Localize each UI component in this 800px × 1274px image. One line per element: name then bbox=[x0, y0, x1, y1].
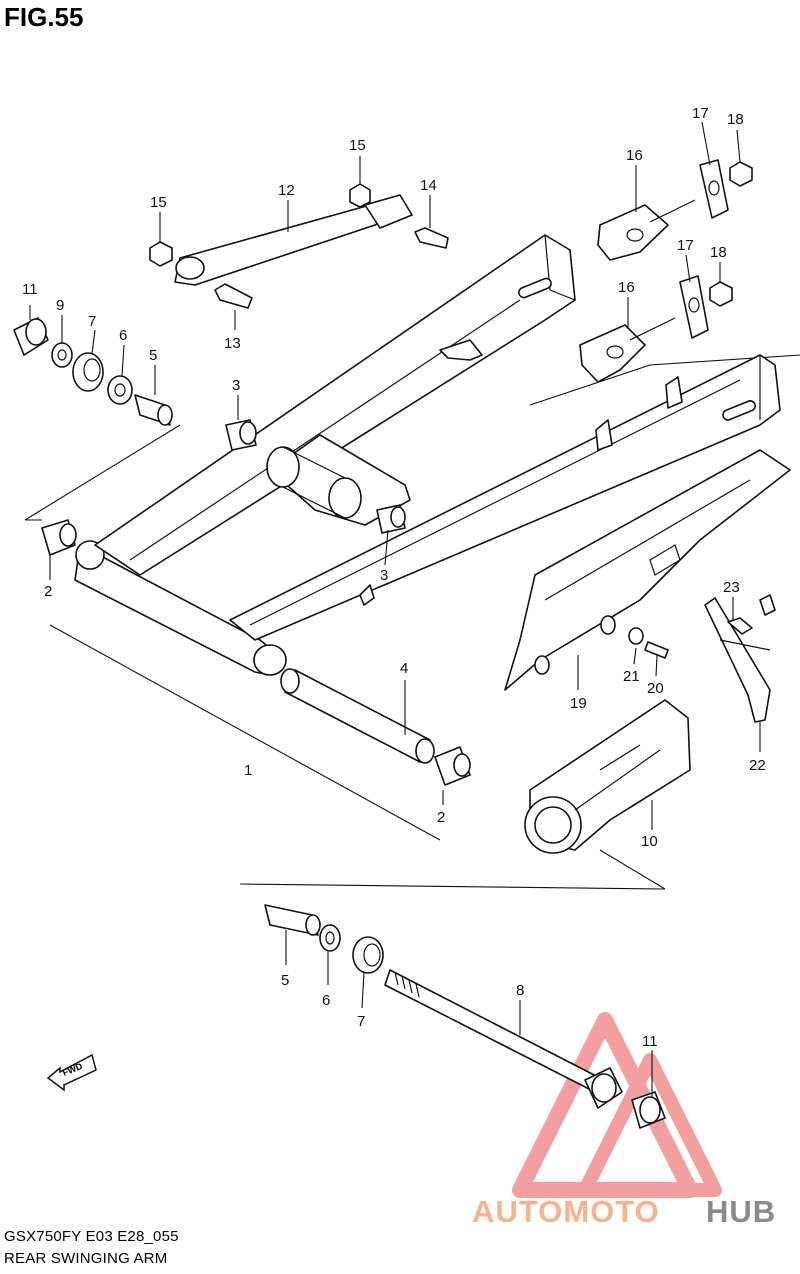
bearing-2-left bbox=[41, 519, 77, 556]
nut-11-lower-b bbox=[631, 1091, 666, 1129]
nut-15-left bbox=[149, 241, 173, 267]
callout-15-top: 15 bbox=[349, 137, 366, 154]
washer-21 bbox=[628, 627, 644, 645]
callout-6-left: 6 bbox=[119, 327, 127, 344]
bush-3-lower bbox=[376, 504, 406, 534]
bolt-14 bbox=[414, 227, 449, 249]
pivot-shaft-8 bbox=[384, 969, 601, 1093]
chain-guard-22 bbox=[704, 594, 776, 723]
callout-7-left: 7 bbox=[88, 313, 96, 330]
plate-17-upper bbox=[699, 159, 729, 219]
callout-labels: 1 2 2 3 3 4 5 5 6 6 7 7 8 9 10 11 11 12 … bbox=[22, 105, 766, 1050]
callout-7-lower: 7 bbox=[357, 1013, 365, 1030]
model-code: GSX750FY E03 E28_055 bbox=[4, 1228, 179, 1245]
callout-5-lower: 5 bbox=[281, 972, 289, 989]
callout-8: 8 bbox=[516, 982, 524, 999]
washer-6-left bbox=[107, 375, 133, 405]
nut-18-upper bbox=[729, 161, 753, 187]
spacer-7-left bbox=[72, 352, 104, 392]
alignment-lines bbox=[24, 354, 800, 890]
callout-21: 21 bbox=[623, 668, 640, 685]
bush-3-upper bbox=[225, 419, 257, 451]
callout-15-left: 15 bbox=[150, 194, 167, 211]
callout-2-left: 2 bbox=[44, 583, 52, 600]
callout-1: 1 bbox=[244, 762, 252, 779]
callout-20: 20 bbox=[647, 680, 664, 697]
torque-link-12 bbox=[174, 194, 413, 286]
collar-5-lower bbox=[264, 904, 321, 936]
callout-13: 13 bbox=[224, 335, 241, 352]
chain-guide-10 bbox=[524, 699, 691, 854]
callout-14: 14 bbox=[420, 177, 437, 194]
callout-23: 23 bbox=[723, 579, 740, 596]
callout-18-lower: 18 bbox=[710, 244, 727, 261]
callout-19: 19 bbox=[570, 695, 587, 712]
callout-9: 9 bbox=[56, 297, 64, 314]
swing-arm bbox=[74, 234, 781, 676]
callout-17-lower: 17 bbox=[677, 237, 694, 254]
callout-10: 10 bbox=[641, 833, 658, 850]
callout-16-upper: 16 bbox=[626, 147, 643, 164]
callout-3-lower: 3 bbox=[380, 567, 388, 584]
callout-4: 4 bbox=[400, 660, 408, 677]
callout-5-left: 5 bbox=[149, 347, 157, 364]
callout-22: 22 bbox=[749, 757, 766, 774]
callout-3-upper: 3 bbox=[232, 377, 240, 394]
watermark-brand-2: HUB bbox=[706, 1194, 776, 1229]
chain-case-19 bbox=[504, 449, 791, 691]
nut-15-top bbox=[349, 183, 371, 208]
washer-6-lower bbox=[319, 924, 341, 952]
plate-17-lower bbox=[679, 275, 709, 339]
callout-2-right: 2 bbox=[437, 809, 445, 826]
adjuster-16-upper bbox=[597, 199, 696, 261]
collar-5-left bbox=[134, 394, 173, 426]
callout-11-left: 11 bbox=[22, 281, 38, 298]
figure-caption: REAR SWINGING ARM bbox=[4, 1250, 168, 1267]
bolt-13 bbox=[214, 283, 253, 309]
washer-9 bbox=[51, 342, 73, 368]
adjuster-16-lower bbox=[579, 317, 676, 383]
watermark-logo bbox=[512, 1012, 722, 1198]
callout-6-lower: 6 bbox=[322, 992, 330, 1009]
bolt-20 bbox=[644, 641, 669, 659]
callout-16-lower: 16 bbox=[618, 279, 635, 296]
watermark-brand-1: AUTOMOTO bbox=[472, 1194, 660, 1229]
fwd-direction-marker: FWD bbox=[46, 1053, 97, 1092]
callout-17-upper: 17 bbox=[692, 105, 709, 122]
leader-lines bbox=[29, 121, 761, 1098]
spacer-7-lower bbox=[352, 936, 384, 974]
watermark-text: AUTOMOTO HUB bbox=[472, 1194, 776, 1229]
nut-11-left bbox=[13, 317, 49, 356]
spacer-tube-4 bbox=[280, 668, 435, 764]
callout-11-lower: 11 bbox=[642, 1033, 658, 1050]
nut-11-lower-a bbox=[584, 1067, 623, 1109]
figure-title: FIG.55 bbox=[4, 2, 84, 32]
bolt-23 bbox=[727, 617, 753, 635]
callout-12: 12 bbox=[278, 182, 295, 199]
callout-18-upper: 18 bbox=[727, 111, 744, 128]
nut-18-lower bbox=[709, 281, 733, 307]
bearing-2-right bbox=[434, 746, 471, 786]
